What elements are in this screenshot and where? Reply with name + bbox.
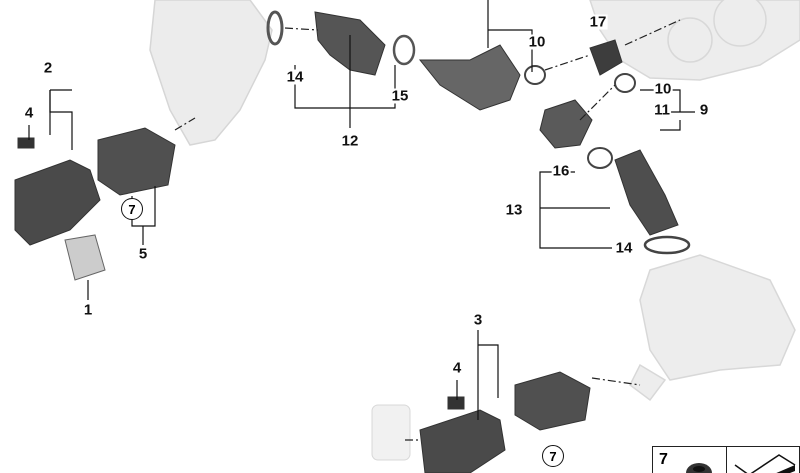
turbocharger-ghost bbox=[589, 0, 800, 81]
kit-legend: 7 bbox=[652, 446, 800, 473]
clamp-14 bbox=[266, 10, 284, 46]
ring-15 bbox=[392, 34, 416, 66]
airbox-bottom-ghost bbox=[629, 254, 796, 402]
callout-17: 17 bbox=[588, 13, 608, 31]
intake-bottom-ghost bbox=[371, 404, 411, 461]
kit-symbol-icon bbox=[734, 454, 795, 473]
duct-5 bbox=[97, 127, 176, 196]
callout-4b: 4 bbox=[451, 359, 463, 377]
callout-1: 1 bbox=[82, 301, 94, 319]
sensor-16 bbox=[539, 99, 593, 149]
seal-4b bbox=[447, 396, 465, 410]
callout-11: 11 bbox=[653, 101, 671, 119]
hose-13 bbox=[614, 149, 679, 236]
grille-1 bbox=[64, 234, 106, 281]
duct-3 bbox=[419, 409, 506, 473]
pipe-8 bbox=[418, 44, 521, 111]
airbox-top-ghost bbox=[149, 0, 273, 146]
kit-symbol-cell bbox=[727, 447, 800, 473]
callout-2: 2 bbox=[42, 59, 54, 77]
callout-4: 4 bbox=[23, 104, 35, 122]
callout-7b: 7 bbox=[542, 445, 564, 467]
seal-4 bbox=[17, 137, 35, 149]
callout-10b: 10 bbox=[653, 80, 673, 98]
kit-part-cell: 7 bbox=[653, 447, 727, 473]
parts bbox=[14, 10, 691, 473]
callout-9: 9 bbox=[698, 101, 710, 119]
callout-7: 7 bbox=[121, 198, 143, 220]
duct-5b bbox=[514, 371, 591, 431]
ring-10 bbox=[524, 65, 546, 85]
callout-12: 12 bbox=[340, 132, 360, 150]
sleeve-17 bbox=[589, 39, 623, 76]
callout-13: 13 bbox=[504, 201, 524, 219]
ring-10b bbox=[614, 73, 636, 93]
callout-15: 15 bbox=[390, 87, 410, 105]
dash-lines bbox=[174, 19, 681, 441]
clamp-14b bbox=[643, 235, 691, 255]
grommet-icon bbox=[686, 463, 712, 473]
leader-lines bbox=[28, 0, 695, 420]
ring-16 bbox=[587, 147, 613, 169]
callout-5: 5 bbox=[137, 245, 149, 263]
callout-16: 16 bbox=[551, 162, 571, 180]
kit-number: 7 bbox=[659, 451, 668, 468]
callout-14b: 14 bbox=[614, 239, 634, 257]
callout-10: 10 bbox=[527, 33, 547, 51]
duct-2 bbox=[14, 159, 101, 246]
callout-14: 14 bbox=[285, 68, 305, 86]
callout-3: 3 bbox=[472, 311, 484, 329]
